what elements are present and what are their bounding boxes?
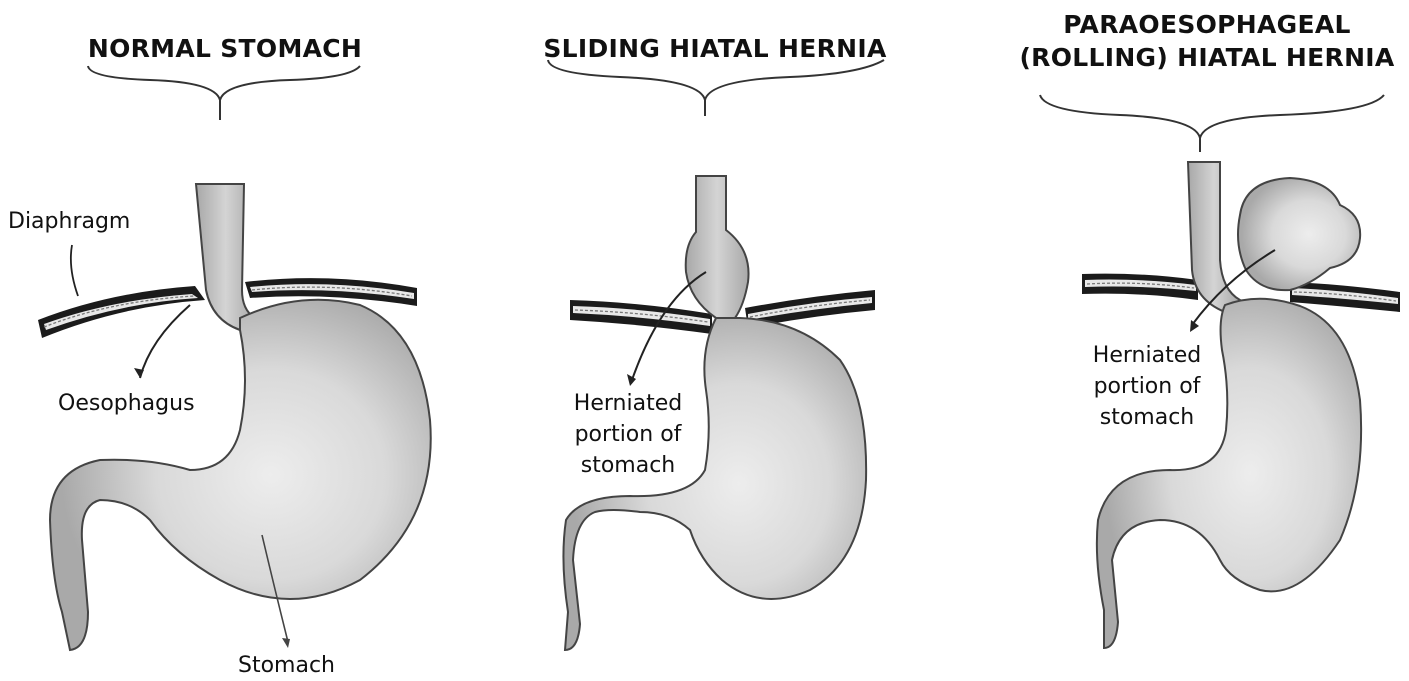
herniated-line-2: portion of bbox=[1082, 371, 1212, 402]
herniated-fundus bbox=[1238, 178, 1360, 290]
label-herniated-portion-sliding: Herniated portion of stomach bbox=[565, 388, 691, 481]
diaphragm-left-2 bbox=[570, 300, 712, 334]
herniated-line-3: stomach bbox=[565, 450, 691, 481]
label-herniated-portion-rolling: Herniated portion of stomach bbox=[1082, 340, 1212, 433]
herniated-line-1: Herniated bbox=[565, 388, 691, 419]
title-paraoesophageal-hernia: PARAOESOPHAGEAL (ROLLING) HIATAL HERNIA bbox=[1010, 8, 1404, 74]
label-stomach: Stomach bbox=[238, 650, 335, 681]
oesophagus bbox=[196, 184, 255, 330]
stomach-sliding bbox=[563, 318, 866, 650]
brace-sliding bbox=[548, 60, 884, 100]
title-sliding-hiatal-hernia: SLIDING HIATAL HERNIA bbox=[520, 32, 910, 65]
herniated-line-1: Herniated bbox=[1082, 340, 1212, 371]
label-oesophagus: Oesophagus bbox=[58, 388, 195, 419]
normal-stomach-panel bbox=[38, 66, 431, 650]
sliding-hernia-panel bbox=[548, 60, 884, 650]
brace-normal bbox=[88, 66, 360, 100]
diaphragm-right-3 bbox=[1290, 282, 1400, 312]
diaphragm-left-3 bbox=[1082, 274, 1198, 300]
oesophagus-sliding bbox=[686, 176, 749, 318]
stomach-normal bbox=[50, 300, 431, 650]
herniated-line-2: portion of bbox=[565, 419, 691, 450]
brace-paraoesophageal bbox=[1040, 95, 1384, 138]
title-line-2: (ROLLING) HIATAL HERNIA bbox=[1010, 41, 1404, 74]
title-line-1: PARAOESOPHAGEAL bbox=[1010, 8, 1404, 41]
diaphragm-left bbox=[38, 286, 205, 338]
herniated-line-3: stomach bbox=[1082, 402, 1212, 433]
title-normal-stomach: NORMAL STOMACH bbox=[60, 32, 390, 65]
label-diaphragm: Diaphragm bbox=[8, 206, 130, 237]
